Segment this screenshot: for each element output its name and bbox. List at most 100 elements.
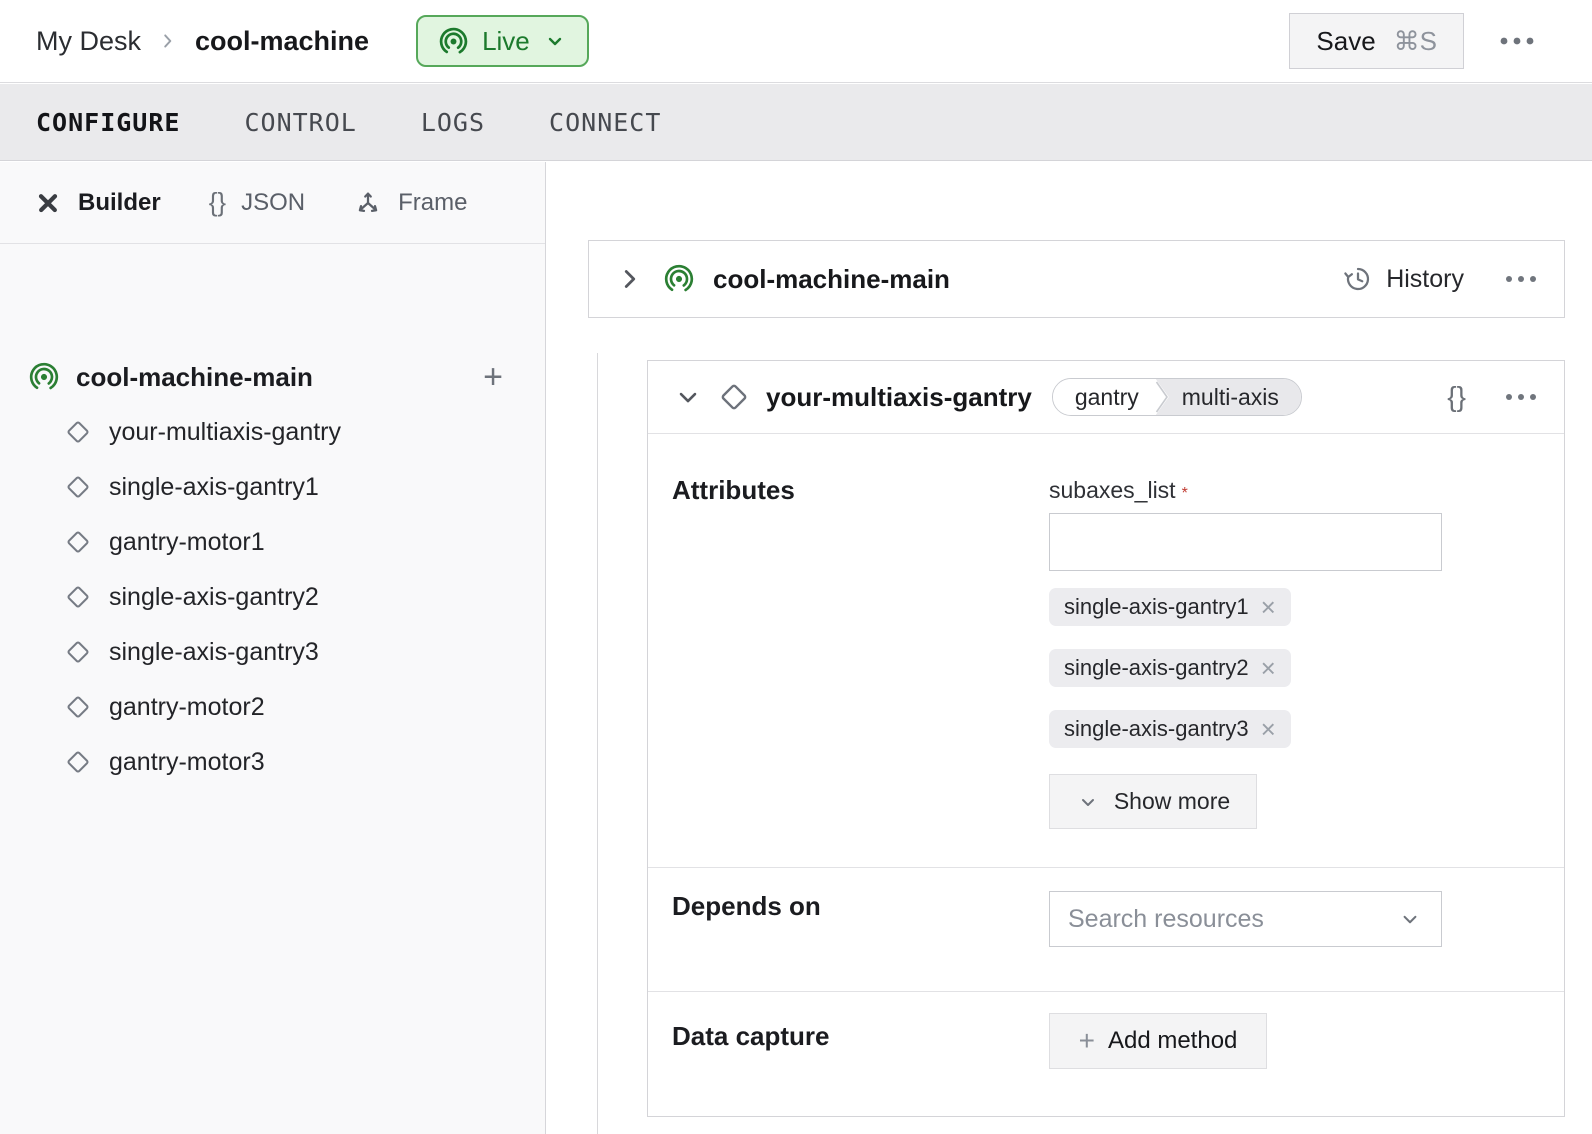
required-marker: * [1181, 485, 1188, 502]
part-group-indent-line [597, 353, 598, 1134]
tree-item-label: single-axis-gantry3 [109, 637, 319, 666]
tree-root-cool-machine-main[interactable]: cool-machine-main + [0, 352, 545, 402]
braces-icon: {} [208, 187, 227, 217]
part-title: cool-machine-main [713, 263, 950, 294]
tree-item-label: single-axis-gantry2 [109, 582, 319, 611]
topbar-overflow-menu-icon[interactable] [1498, 35, 1536, 47]
subaxes-field-label: subaxes_list [1049, 477, 1176, 503]
tab-configure[interactable]: CONFIGURE [36, 107, 181, 137]
view-tab-json-label: JSON [241, 188, 306, 216]
show-more-button[interactable]: Show more [1049, 774, 1257, 829]
remove-chip-icon[interactable]: × [1260, 714, 1276, 744]
machine-part-icon [664, 264, 694, 294]
axes-icon [358, 192, 378, 212]
subaxes-field-label-row: subaxes_list * [1049, 477, 1442, 504]
tree-item-gantry-motor1[interactable]: gantry-motor1 [0, 517, 545, 567]
machine-online-icon [439, 27, 468, 55]
tag-api: gantry [1052, 379, 1155, 415]
main-nav-tabs: CONFIGURE CONTROL LOGS CONNECT [0, 84, 1592, 161]
component-json-icon[interactable]: {} [1447, 381, 1466, 412]
chevron-down-icon [1081, 798, 1094, 806]
tab-connect[interactable]: CONNECT [549, 107, 662, 137]
tree-item-single-axis-gantry1[interactable]: single-axis-gantry1 [0, 462, 545, 512]
part-overflow-menu-icon[interactable] [1504, 274, 1538, 284]
main-content: cool-machine-main History [546, 162, 1592, 1134]
tag-separator-icon [1155, 379, 1169, 415]
subaxes-input[interactable] [1049, 513, 1442, 571]
subaxis-chip: single-axis-gantry1 × [1049, 588, 1291, 626]
view-tab-json[interactable]: {} JSON [209, 187, 305, 218]
save-shortcut: ⌘S [1393, 25, 1437, 56]
component-diamond-icon [721, 384, 747, 410]
part-header-actions: History [1343, 264, 1538, 294]
section-divider [648, 991, 1564, 992]
plus-icon: + [1078, 1025, 1095, 1056]
add-resource-button[interactable]: + [483, 358, 503, 396]
component-diamond-icon [67, 696, 89, 718]
breadcrumb-current: cool-machine [195, 25, 370, 56]
add-method-label: Add method [1107, 1027, 1238, 1054]
page-body: Builder {} JSON Frame [0, 162, 1592, 1134]
tree-item-gantry-motor3[interactable]: gantry-motor3 [0, 737, 545, 787]
component-title: your-multiaxis-gantry [766, 381, 1032, 412]
chevron-down-icon [548, 37, 561, 46]
topbar-actions: Save ⌘S [1289, 13, 1592, 69]
chevron-down-icon [1403, 915, 1417, 924]
save-label: Save [1316, 25, 1376, 56]
tree-item-gantry-motor2[interactable]: gantry-motor2 [0, 682, 545, 732]
machine-part-icon [29, 362, 59, 392]
component-diamond-icon [67, 586, 89, 608]
chip-label: single-axis-gantry2 [1064, 655, 1249, 680]
tree-item-label: your-multiaxis-gantry [109, 417, 342, 446]
sidebar: Builder {} JSON Frame [0, 162, 546, 1134]
chip-label: single-axis-gantry3 [1064, 716, 1249, 741]
top-bar: My Desk cool-machine Live Save ⌘S [0, 0, 1592, 83]
tree-item-single-axis-gantry3[interactable]: single-axis-gantry3 [0, 627, 545, 677]
part-header-card: cool-machine-main History [588, 240, 1565, 318]
tree-item-label: gantry-motor2 [109, 692, 265, 721]
add-method-button[interactable]: + Add method [1049, 1013, 1267, 1069]
chip-label: single-axis-gantry1 [1064, 594, 1249, 619]
tag-model: multi-axis [1155, 379, 1301, 415]
component-model-tag: gantry multi-axis [1051, 378, 1302, 416]
show-more-label: Show more [1113, 788, 1231, 814]
live-status-badge[interactable]: Live [416, 15, 589, 67]
save-button[interactable]: Save ⌘S [1289, 13, 1464, 69]
subaxis-chip: single-axis-gantry2 × [1049, 649, 1291, 687]
component-overflow-menu-icon[interactable] [1504, 392, 1538, 402]
component-diamond-icon [67, 641, 89, 663]
depends-on-placeholder: Search resources [1068, 904, 1264, 933]
tab-logs[interactable]: LOGS [420, 107, 486, 137]
component-header-actions: {} [1447, 381, 1538, 413]
view-tab-frame[interactable]: Frame [353, 188, 467, 218]
live-label: Live [482, 25, 530, 56]
chevron-down-icon[interactable] [674, 383, 702, 411]
sidebar-view-tabs: Builder {} JSON Frame [0, 162, 545, 244]
component-diamond-icon [67, 476, 89, 498]
view-tab-builder-label: Builder [78, 188, 161, 216]
tree-item-label: single-axis-gantry1 [109, 472, 319, 501]
section-divider [648, 867, 1564, 868]
component-diamond-icon [67, 751, 89, 773]
remove-chip-icon[interactable]: × [1260, 592, 1276, 622]
breadcrumb-parent-link[interactable]: My Desk [36, 25, 142, 56]
history-button[interactable]: History [1343, 264, 1464, 294]
chevron-right-icon[interactable] [615, 264, 645, 294]
view-tab-builder[interactable]: Builder [33, 188, 161, 218]
tab-control[interactable]: CONTROL [244, 107, 357, 137]
view-tab-frame-label: Frame [398, 188, 468, 216]
component-diamond-icon [67, 531, 89, 553]
tree-item-single-axis-gantry2[interactable]: single-axis-gantry2 [0, 572, 545, 622]
depends-on-dropdown[interactable]: Search resources [1049, 891, 1442, 947]
component-card-header: your-multiaxis-gantry gantry multi-axis … [648, 361, 1564, 434]
remove-chip-icon[interactable]: × [1260, 653, 1276, 683]
subaxis-chip: single-axis-gantry3 × [1049, 710, 1291, 748]
history-clock-icon [1344, 267, 1370, 291]
tree-item-your-multiaxis-gantry[interactable]: your-multiaxis-gantry [0, 407, 545, 457]
tree-item-label: gantry-motor3 [109, 747, 265, 776]
history-label: History [1386, 264, 1464, 293]
breadcrumb-separator-icon [164, 34, 172, 48]
breadcrumb: My Desk cool-machine [36, 26, 369, 57]
attributes-section-label: Attributes [672, 475, 795, 505]
